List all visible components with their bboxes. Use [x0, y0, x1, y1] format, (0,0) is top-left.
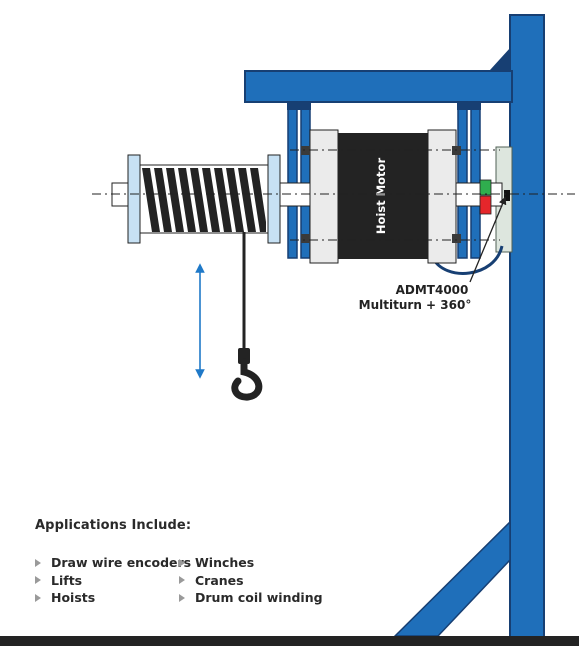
sensor-chip [504, 190, 510, 201]
hanger-connector-left [287, 102, 311, 110]
vertical-post [509, 14, 545, 646]
list-item-label: Draw wire encoders [51, 555, 192, 571]
sensor-magnet-green [479, 179, 492, 196]
list-item-label: Hoists [51, 590, 96, 606]
motor-body [338, 133, 428, 259]
motor-label: Hoist Motor [374, 158, 388, 235]
applications-title: Applications Include: [35, 518, 192, 533]
hook-icon [231, 348, 263, 401]
left-hanger-outer [287, 101, 298, 259]
ground-line [0, 636, 579, 646]
drum-wire-coils [142, 168, 266, 232]
bolt-lower-left [301, 234, 310, 243]
triangle-bullet-icon [179, 576, 185, 585]
sensor-cable [431, 245, 504, 275]
applications-column-1: Draw wire encoders Lifts Hoists [35, 554, 191, 607]
motor-right-endcap [427, 129, 457, 264]
triangle-bullet-icon [179, 558, 185, 567]
applications-section: Applications Include: Draw wire encoders… [35, 518, 323, 605]
applications-column-2: Winches Cranes Drum coil winding [179, 554, 323, 607]
list-item-label: Drum coil winding [195, 590, 323, 606]
triangle-bullet-icon [35, 558, 41, 567]
list-item: Draw wire encoders [35, 554, 191, 572]
list-item-label: Lifts [51, 572, 83, 588]
sensor-magnet-red [479, 195, 492, 215]
triangle-bullet-icon [35, 593, 41, 602]
list-item: Lifts [35, 572, 191, 590]
right-hanger-inner [470, 101, 481, 259]
hanger-connector-right [457, 102, 481, 110]
bolt-upper-left [301, 146, 310, 155]
top-beam [244, 70, 513, 103]
list-item-label: Winches [195, 555, 255, 571]
lower-diagonal-brace [393, 520, 511, 637]
list-item: Drum coil winding [179, 589, 323, 607]
list-item: Cranes [179, 572, 323, 590]
drum-right-flange [267, 154, 281, 244]
sensor-leader-line [469, 196, 507, 283]
list-item: Hoists [35, 589, 191, 607]
sensor-label-line1: ADMT4000 [396, 283, 469, 297]
list-item: Winches [179, 554, 323, 572]
sensor-label-line2: Multiturn + 360° [359, 298, 472, 312]
bolt-lower-right [452, 234, 461, 243]
triangle-bullet-icon [179, 593, 185, 602]
list-item-label: Cranes [195, 572, 244, 588]
motor-left-endcap [309, 129, 339, 264]
triangle-bullet-icon [35, 576, 41, 585]
drum-left-flange [127, 154, 141, 244]
